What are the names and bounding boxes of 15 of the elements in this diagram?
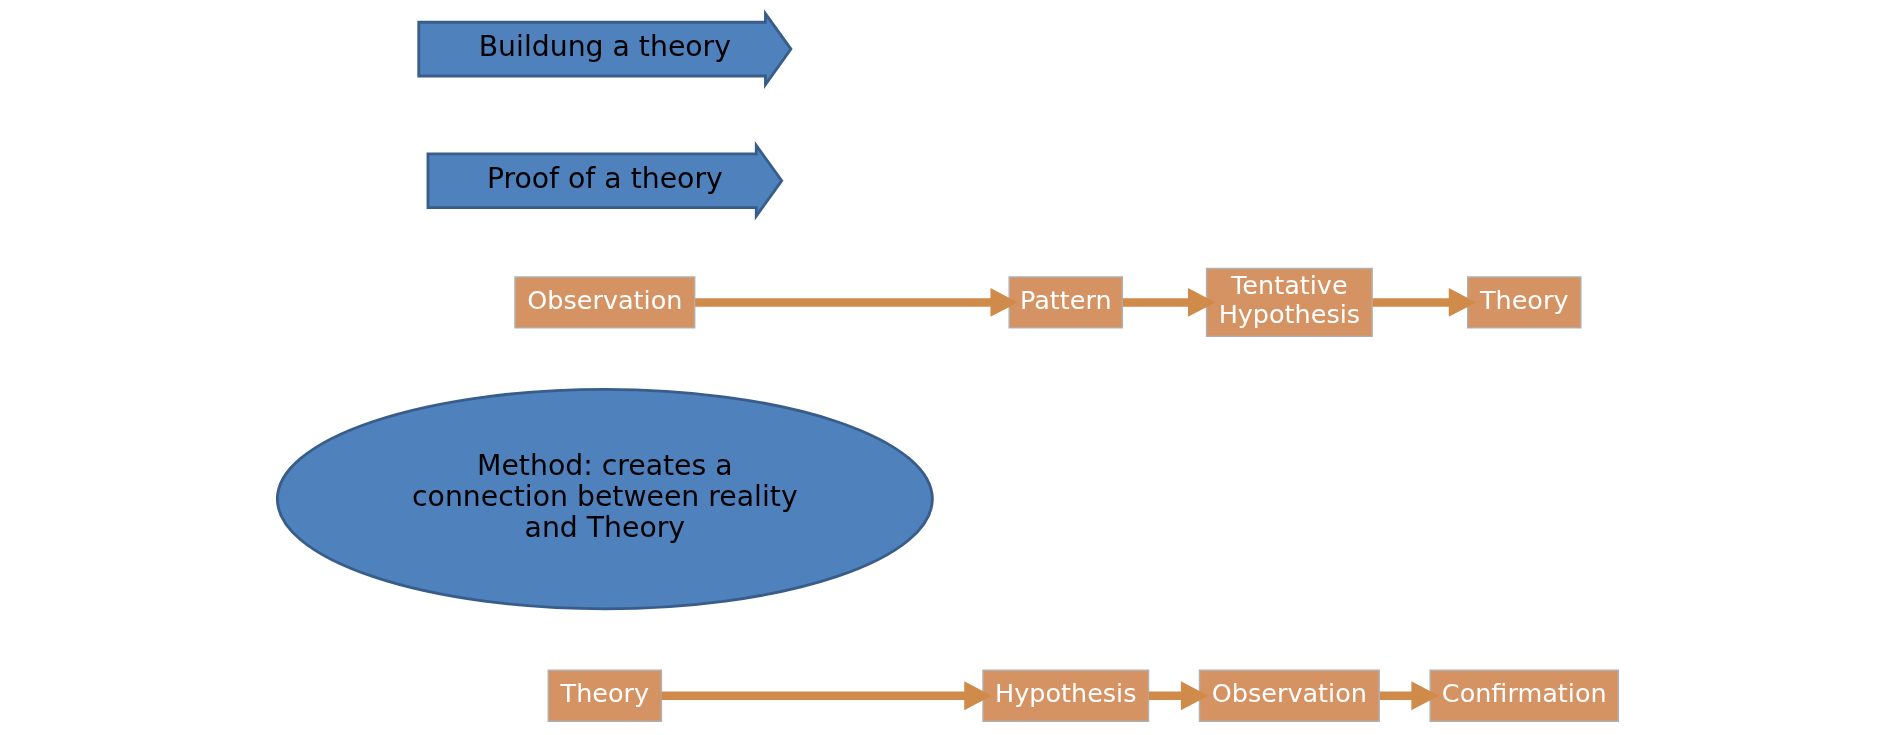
- node-box: Theory: [547, 669, 662, 722]
- arrow: [661, 681, 992, 711]
- arrow: [1372, 287, 1476, 317]
- node-box: Confirmation: [1428, 669, 1619, 722]
- node-box: Tentative Hypothesis: [1205, 267, 1373, 338]
- arrow: [694, 287, 1018, 317]
- arrow: [1379, 681, 1439, 711]
- arrow: [1122, 287, 1215, 317]
- node-box: Observation: [1198, 669, 1380, 722]
- node-box: Pattern: [1007, 276, 1123, 329]
- arrow: [1148, 681, 1208, 711]
- node-box: Theory: [1466, 276, 1582, 329]
- node-ellipse: Method: creates a connection between reality and Theory: [275, 387, 934, 611]
- node-box: Observation: [513, 276, 695, 329]
- node-box: Hypothesis: [981, 669, 1149, 722]
